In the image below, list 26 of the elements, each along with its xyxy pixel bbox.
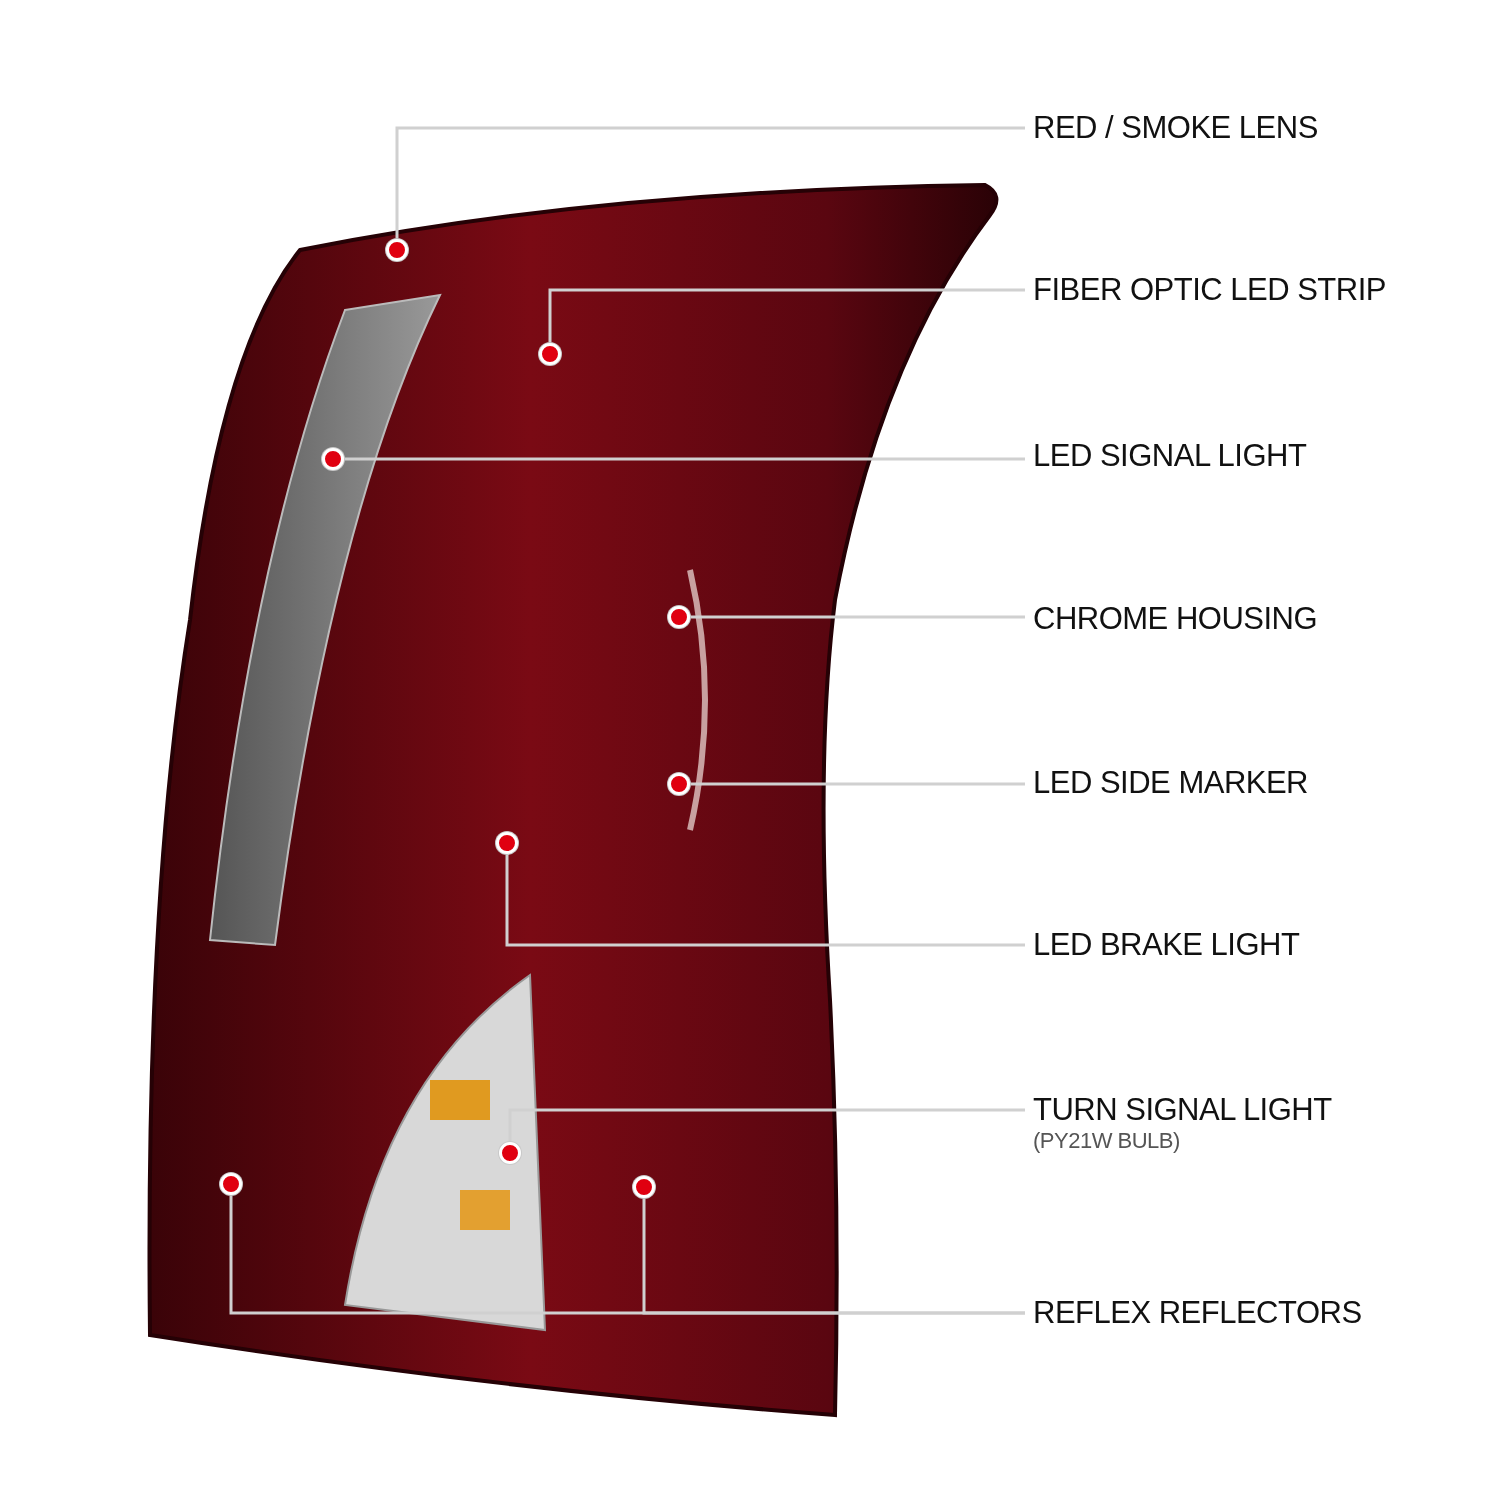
callout-dot (539, 343, 561, 365)
callout-dot (386, 239, 408, 261)
callout-dot (220, 1173, 242, 1195)
callout-dot (668, 773, 690, 795)
callout-label: CHROME HOUSING (1033, 601, 1318, 637)
leader-line (548, 288, 1025, 342)
callout-label: LED SIDE MARKER (1033, 765, 1308, 801)
callout-dot (668, 606, 690, 628)
leader-line (691, 782, 1025, 786)
callout-dot (322, 448, 344, 470)
callout-dot (496, 832, 518, 854)
leader-line (508, 1108, 1025, 1141)
callout-label: LED BRAKE LIGHT (1033, 927, 1300, 963)
callout-dot (633, 1176, 655, 1198)
leader-line (691, 615, 1025, 619)
callout-label: LED SIGNAL LIGHT (1033, 438, 1307, 474)
leader-line (395, 126, 1025, 238)
callout-label: FIBER OPTIC LED STRIP (1033, 272, 1386, 308)
callout-label: TURN SIGNAL LIGHT (1033, 1092, 1332, 1128)
callout-note: (PY21W BULB) (1033, 1128, 1181, 1154)
leader-line (505, 855, 1025, 947)
leader-line (642, 1199, 1025, 1315)
callout-label: REFLEX REFLECTORS (1033, 1295, 1362, 1331)
callout-dot (499, 1142, 521, 1164)
callout-label: RED / SMOKE LENS (1033, 110, 1318, 146)
leader-line (345, 457, 1025, 461)
